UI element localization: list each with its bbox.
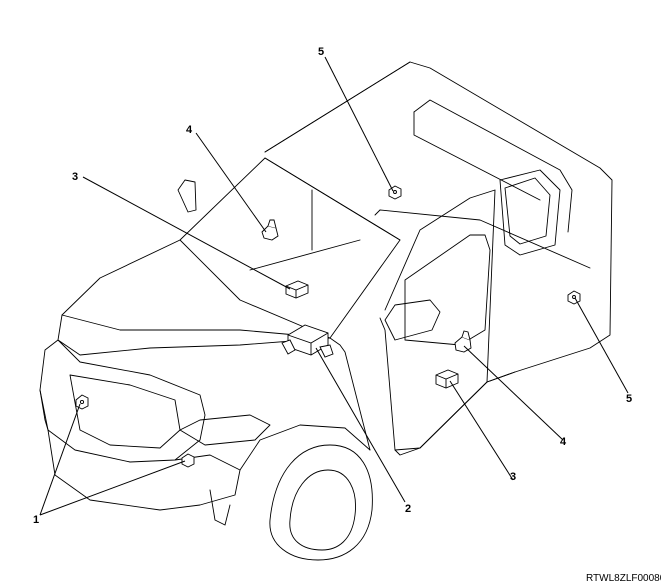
- front-impact-sensor-upper: [75, 394, 89, 410]
- rear-sensor-upper: [388, 185, 402, 200]
- callout-4-lower: 4: [560, 436, 567, 448]
- callout-labels: 1 2 3 3 4 4 5 5: [33, 46, 632, 526]
- pillar-sensor-right: [454, 330, 472, 353]
- callout-4-upper: 4: [186, 124, 193, 136]
- sdm-unit: [281, 324, 334, 358]
- callout-3-upper: 3: [72, 171, 78, 183]
- vehicle-outline: [39, 61, 613, 561]
- roof-side-sensor-module: [285, 280, 309, 299]
- callout-5-lower: 5: [626, 393, 632, 405]
- pillar-sensor-left: [261, 219, 279, 241]
- figure-id: RTWL8ZLF000801: [586, 573, 661, 584]
- callout-3-lower: 3: [510, 471, 516, 483]
- callout-5-upper: 5: [318, 46, 324, 58]
- front-impact-sensor-lower: [181, 453, 195, 468]
- callout-1: 1: [33, 514, 39, 526]
- sensor-parts: [75, 185, 581, 468]
- leader-lines: [39, 56, 629, 516]
- rear-sensor-lower: [567, 290, 581, 305]
- side-impact-sensor: [435, 369, 459, 389]
- callout-2: 2: [405, 503, 411, 515]
